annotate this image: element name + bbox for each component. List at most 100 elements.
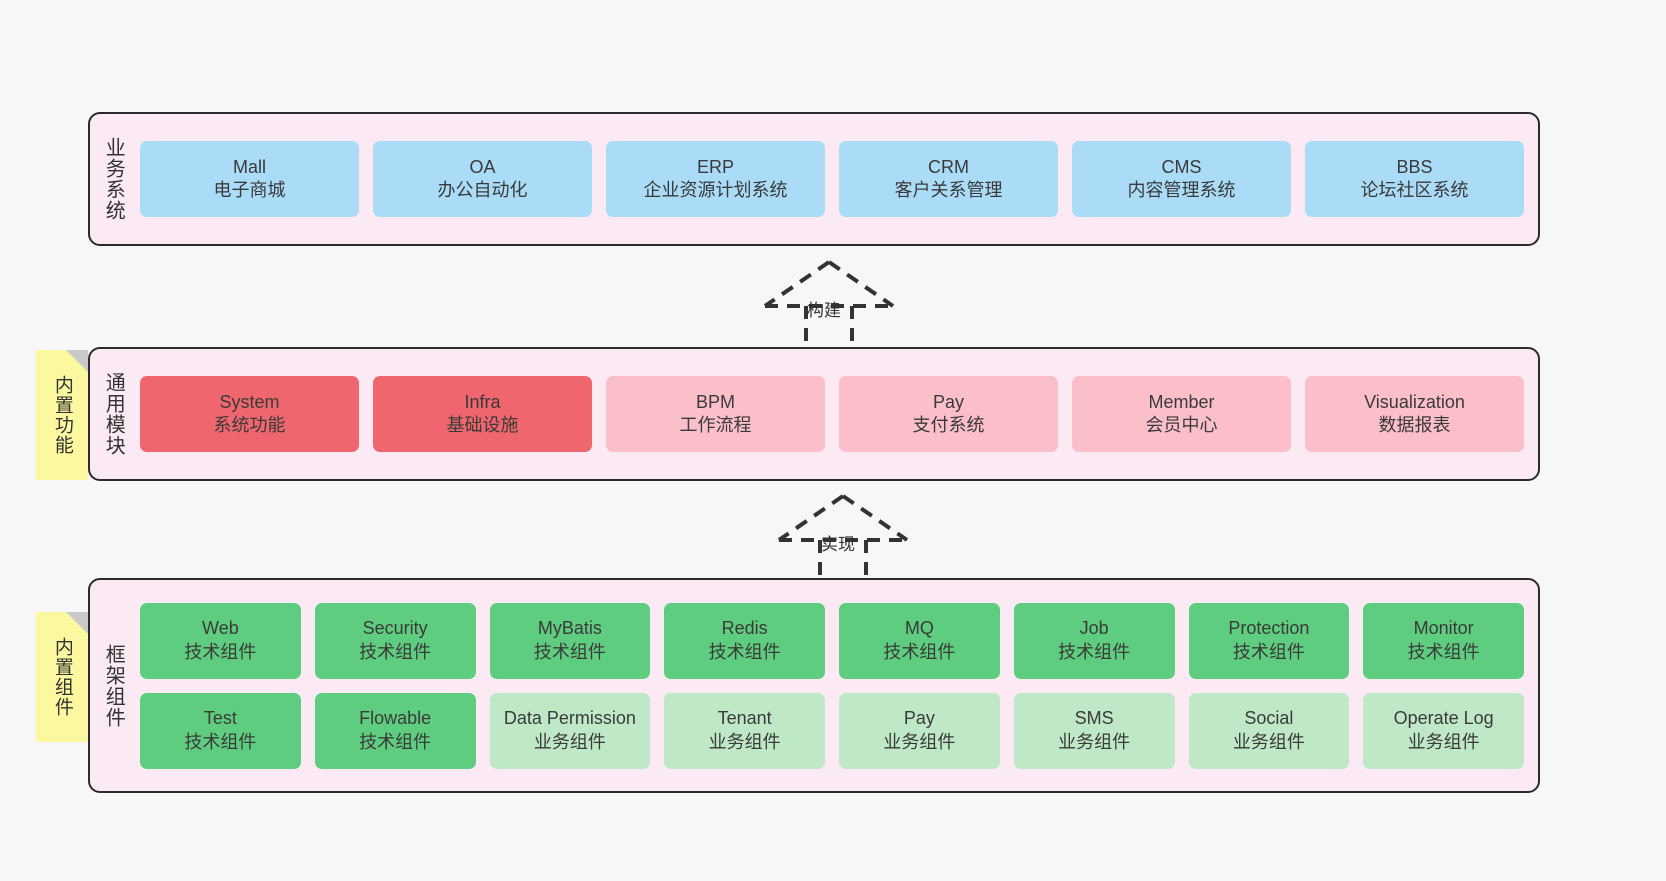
card-infra[interactable]: Infra 基础设施 bbox=[373, 376, 592, 452]
card-erp[interactable]: ERP 企业资源计划系统 bbox=[606, 141, 825, 217]
card-cms[interactable]: CMS 内容管理系统 bbox=[1072, 141, 1291, 217]
card-title: Redis bbox=[721, 618, 768, 639]
card-title: MQ bbox=[904, 618, 934, 639]
page-fold-icon bbox=[66, 612, 88, 634]
note-builtin-components[interactable]: 内置组件 bbox=[36, 612, 88, 742]
note-label: 内置功能 bbox=[51, 375, 73, 455]
card-crm[interactable]: CRM 客户关系管理 bbox=[839, 141, 1058, 217]
card-subtitle: 技术组件 bbox=[533, 641, 606, 662]
connector-build-label: 构建 bbox=[807, 301, 841, 320]
card-title: SMS bbox=[1074, 708, 1114, 729]
card-social[interactable]: Social 业务组件 bbox=[1188, 692, 1350, 769]
card-oa[interactable]: OA 办公自动化 bbox=[373, 141, 592, 217]
card-title: Security bbox=[362, 618, 428, 639]
card-tenant[interactable]: Tenant 业务组件 bbox=[664, 692, 825, 769]
realization-arrow-icon bbox=[763, 260, 895, 346]
card-subtitle: 业务组件 bbox=[708, 731, 781, 752]
card-subtitle: 技术组件 bbox=[359, 731, 432, 752]
card-subtitle: 业务组件 bbox=[1232, 731, 1305, 752]
card-subtitle: 业务组件 bbox=[883, 731, 956, 752]
layer-body-business-systems: Mall 电子商城 OA 办公自动化 ERP 企业资源计划系统 CRM 客户关系… bbox=[136, 114, 1538, 244]
card-title: Infra bbox=[464, 391, 501, 412]
card-title: Tenant bbox=[717, 708, 772, 729]
card-title: Flowable bbox=[359, 708, 432, 729]
card-visualization[interactable]: Visualization 数据报表 bbox=[1305, 376, 1524, 452]
card-title: Mall bbox=[232, 156, 266, 177]
card-title: ERP bbox=[696, 156, 734, 177]
realization-arrow-icon bbox=[777, 494, 909, 580]
card-subtitle: 业务组件 bbox=[1058, 731, 1131, 752]
card-member[interactable]: Member 会员中心 bbox=[1072, 376, 1291, 452]
card-flowable[interactable]: Flowable 技术组件 bbox=[314, 692, 476, 769]
card-subtitle: 内容管理系统 bbox=[1127, 180, 1236, 200]
card-subtitle: 业务组件 bbox=[533, 731, 606, 752]
card-job[interactable]: Job 技术组件 bbox=[1013, 602, 1175, 679]
card-subtitle: 支付系统 bbox=[912, 415, 985, 435]
card-subtitle: 客户关系管理 bbox=[894, 180, 1003, 200]
card-title: Web bbox=[202, 618, 239, 639]
card-protection[interactable]: Protection 技术组件 bbox=[1188, 602, 1350, 679]
card-title: OA bbox=[469, 156, 496, 177]
card-row: Mall 电子商城 OA 办公自动化 ERP 企业资源计划系统 CRM 客户关系… bbox=[140, 141, 1524, 217]
connector-build: 构建 bbox=[759, 258, 899, 346]
card-redis[interactable]: Redis 技术组件 bbox=[664, 602, 825, 679]
layer-common-modules[interactable]: 通用模块 System 系统功能 Infra 基础设施 BPM 工作流程 Pay… bbox=[88, 347, 1540, 481]
card-web[interactable]: Web 技术组件 bbox=[140, 602, 301, 679]
card-mybatis[interactable]: MyBatis 技术组件 bbox=[489, 602, 651, 679]
card-sms[interactable]: SMS 业务组件 bbox=[1013, 692, 1175, 769]
card-row: Test 技术组件 Flowable 技术组件 Data Permission … bbox=[140, 692, 1524, 769]
card-operate-log[interactable]: Operate Log 业务组件 bbox=[1363, 692, 1524, 769]
card-title: CRM bbox=[928, 156, 969, 177]
card-title: Job bbox=[1079, 618, 1109, 639]
connector-implement-label: 实现 bbox=[821, 535, 855, 554]
card-title: CMS bbox=[1161, 156, 1202, 177]
connector-implement: 实现 bbox=[773, 492, 913, 580]
card-title: Data Permission bbox=[503, 708, 636, 729]
card-security[interactable]: Security 技术组件 bbox=[314, 602, 476, 679]
card-subtitle: 办公自动化 bbox=[437, 180, 528, 200]
note-builtin-features[interactable]: 内置功能 bbox=[36, 350, 88, 480]
card-test[interactable]: Test 技术组件 bbox=[140, 692, 301, 769]
card-title: Visualization bbox=[1364, 391, 1465, 412]
card-bpm[interactable]: BPM 工作流程 bbox=[606, 376, 825, 452]
card-subtitle: 论坛社区系统 bbox=[1360, 180, 1469, 200]
card-title: Social bbox=[1244, 708, 1294, 729]
card-row: System 系统功能 Infra 基础设施 BPM 工作流程 Pay 支付系统… bbox=[140, 376, 1524, 452]
layer-title-framework-components: 框架组件 bbox=[102, 643, 125, 728]
layer-framework-components[interactable]: 框架组件 Web 技术组件 Security 技术组件 MyBatis 技术组件… bbox=[88, 578, 1540, 793]
card-title: Monitor bbox=[1413, 618, 1474, 639]
card-subtitle: 技术组件 bbox=[883, 641, 956, 662]
card-system[interactable]: System 系统功能 bbox=[140, 376, 359, 452]
card-subtitle: 企业资源计划系统 bbox=[643, 180, 788, 200]
card-title: Operate Log bbox=[1393, 708, 1494, 729]
card-subtitle: 技术组件 bbox=[1232, 641, 1305, 662]
card-subtitle: 电子商城 bbox=[213, 180, 286, 200]
card-title: Pay bbox=[932, 391, 965, 412]
card-title: Member bbox=[1148, 391, 1215, 412]
card-pay-business[interactable]: Pay 业务组件 bbox=[839, 692, 1000, 769]
card-pay[interactable]: Pay 支付系统 bbox=[839, 376, 1058, 452]
card-title: Pay bbox=[903, 708, 935, 729]
layer-title-business-systems: 业务系统 bbox=[102, 137, 125, 221]
card-row: Web 技术组件 Security 技术组件 MyBatis 技术组件 Redi… bbox=[140, 602, 1524, 679]
card-title: BBS bbox=[1396, 156, 1433, 177]
card-title: System bbox=[219, 391, 280, 412]
card-subtitle: 技术组件 bbox=[184, 731, 257, 752]
card-subtitle: 技术组件 bbox=[1407, 641, 1480, 662]
card-bbs[interactable]: BBS 论坛社区系统 bbox=[1305, 141, 1524, 217]
note-label: 内置组件 bbox=[51, 637, 73, 717]
card-title: BPM bbox=[695, 391, 735, 412]
card-mq[interactable]: MQ 技术组件 bbox=[839, 602, 1000, 679]
card-title: MyBatis bbox=[537, 618, 602, 639]
card-monitor[interactable]: Monitor 技术组件 bbox=[1363, 602, 1524, 679]
card-data-permission[interactable]: Data Permission 业务组件 bbox=[489, 692, 651, 769]
card-subtitle: 技术组件 bbox=[359, 641, 432, 662]
card-mall[interactable]: Mall 电子商城 bbox=[140, 141, 359, 217]
card-subtitle: 系统功能 bbox=[213, 415, 286, 435]
layer-business-systems[interactable]: 业务系统 Mall 电子商城 OA 办公自动化 ERP 企业资源计划系统 CRM… bbox=[88, 112, 1540, 246]
card-title: Test bbox=[203, 708, 237, 729]
page-fold-icon bbox=[66, 350, 88, 372]
card-subtitle: 数据报表 bbox=[1378, 415, 1451, 435]
card-subtitle: 技术组件 bbox=[708, 641, 781, 662]
